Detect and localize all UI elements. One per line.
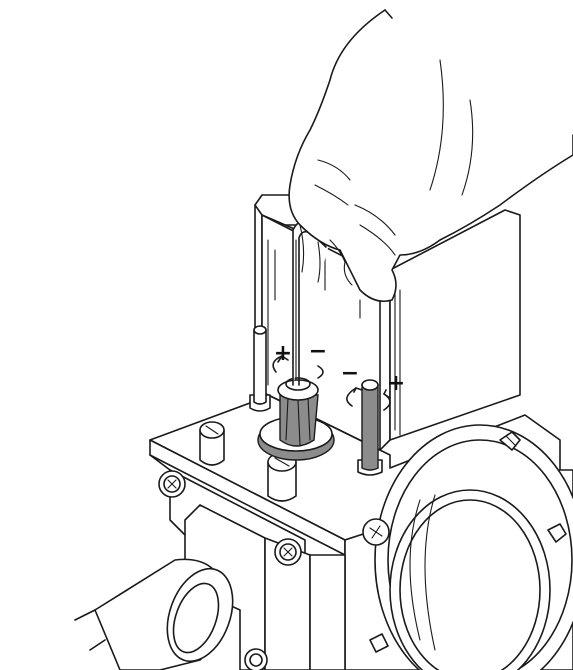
screw-flange-left	[362, 518, 390, 546]
reference-pin	[249, 325, 271, 412]
screw-flange-top	[499, 431, 521, 451]
screw-flange-bottom	[369, 633, 389, 653]
rotation-arrow-left	[272, 355, 324, 379]
outlet-flange	[374, 424, 573, 670]
increase-sign-right: +	[387, 371, 405, 396]
rotation-arrow-right	[346, 387, 391, 411]
screw-front-left	[158, 470, 186, 498]
screw-flange-right	[547, 523, 567, 543]
test-nipple-left	[199, 421, 225, 466]
hand	[288, 9, 573, 303]
increase-sign-left: +	[274, 341, 292, 366]
screw-block-low	[244, 648, 268, 670]
decrease-sign-right: −	[341, 361, 359, 386]
decrease-sign-left: −	[309, 339, 327, 364]
right-adjustment-rod	[357, 379, 383, 476]
inlet-pipe	[74, 558, 234, 670]
regulator-adjusting-cap	[257, 377, 335, 461]
screw-block-mid	[274, 538, 302, 566]
